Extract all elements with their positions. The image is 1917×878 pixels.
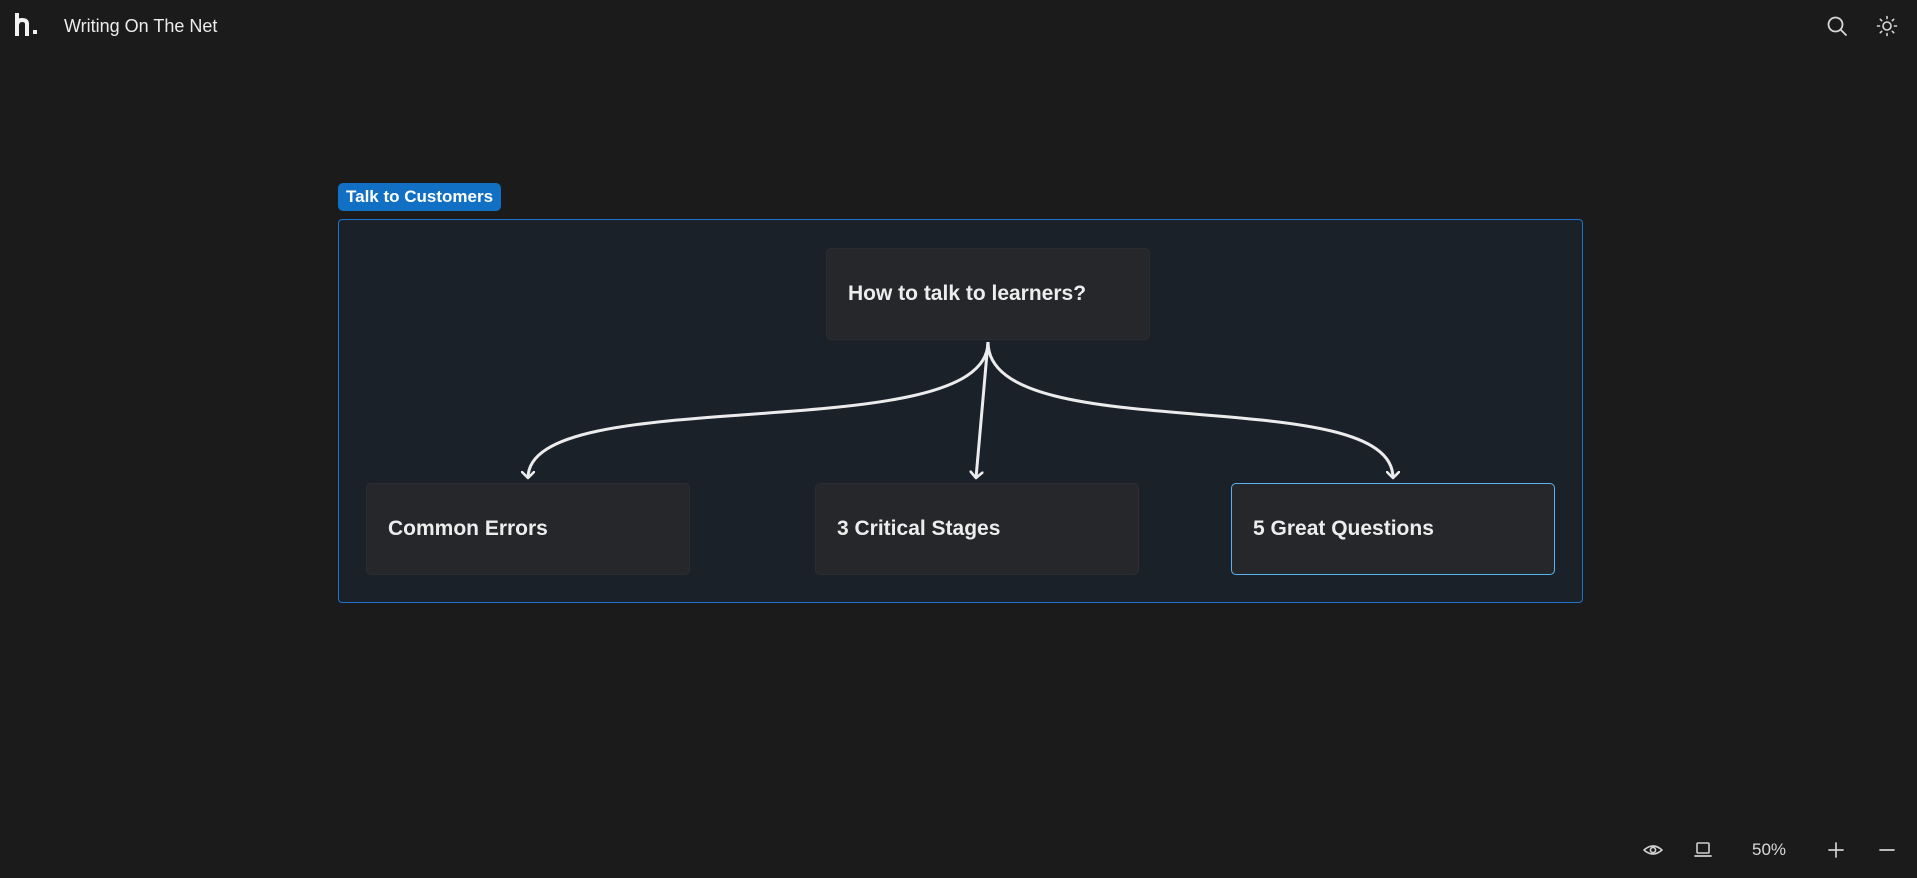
h-dot-logo-icon[interactable] [14,12,40,38]
plus-icon[interactable] [1822,836,1850,864]
laptop-icon[interactable] [1689,836,1717,864]
node-root[interactable]: How to talk to learners? [826,248,1150,340]
top-bar: Writing On The Net [0,0,1917,54]
minus-icon[interactable] [1873,836,1901,864]
app-title: Writing On The Net [64,16,218,36]
sun-icon[interactable] [1873,12,1901,40]
group-label[interactable]: Talk to Customers [338,183,502,211]
zoom-level[interactable]: 50% [1751,840,1787,859]
node-critical-stages[interactable]: 3 Critical Stages [815,483,1139,575]
node-common-errors[interactable]: Common Errors [366,483,690,575]
node-great-questions[interactable]: 5 Great Questions [1231,483,1555,575]
search-icon[interactable] [1823,12,1851,40]
eye-icon[interactable] [1639,836,1667,864]
